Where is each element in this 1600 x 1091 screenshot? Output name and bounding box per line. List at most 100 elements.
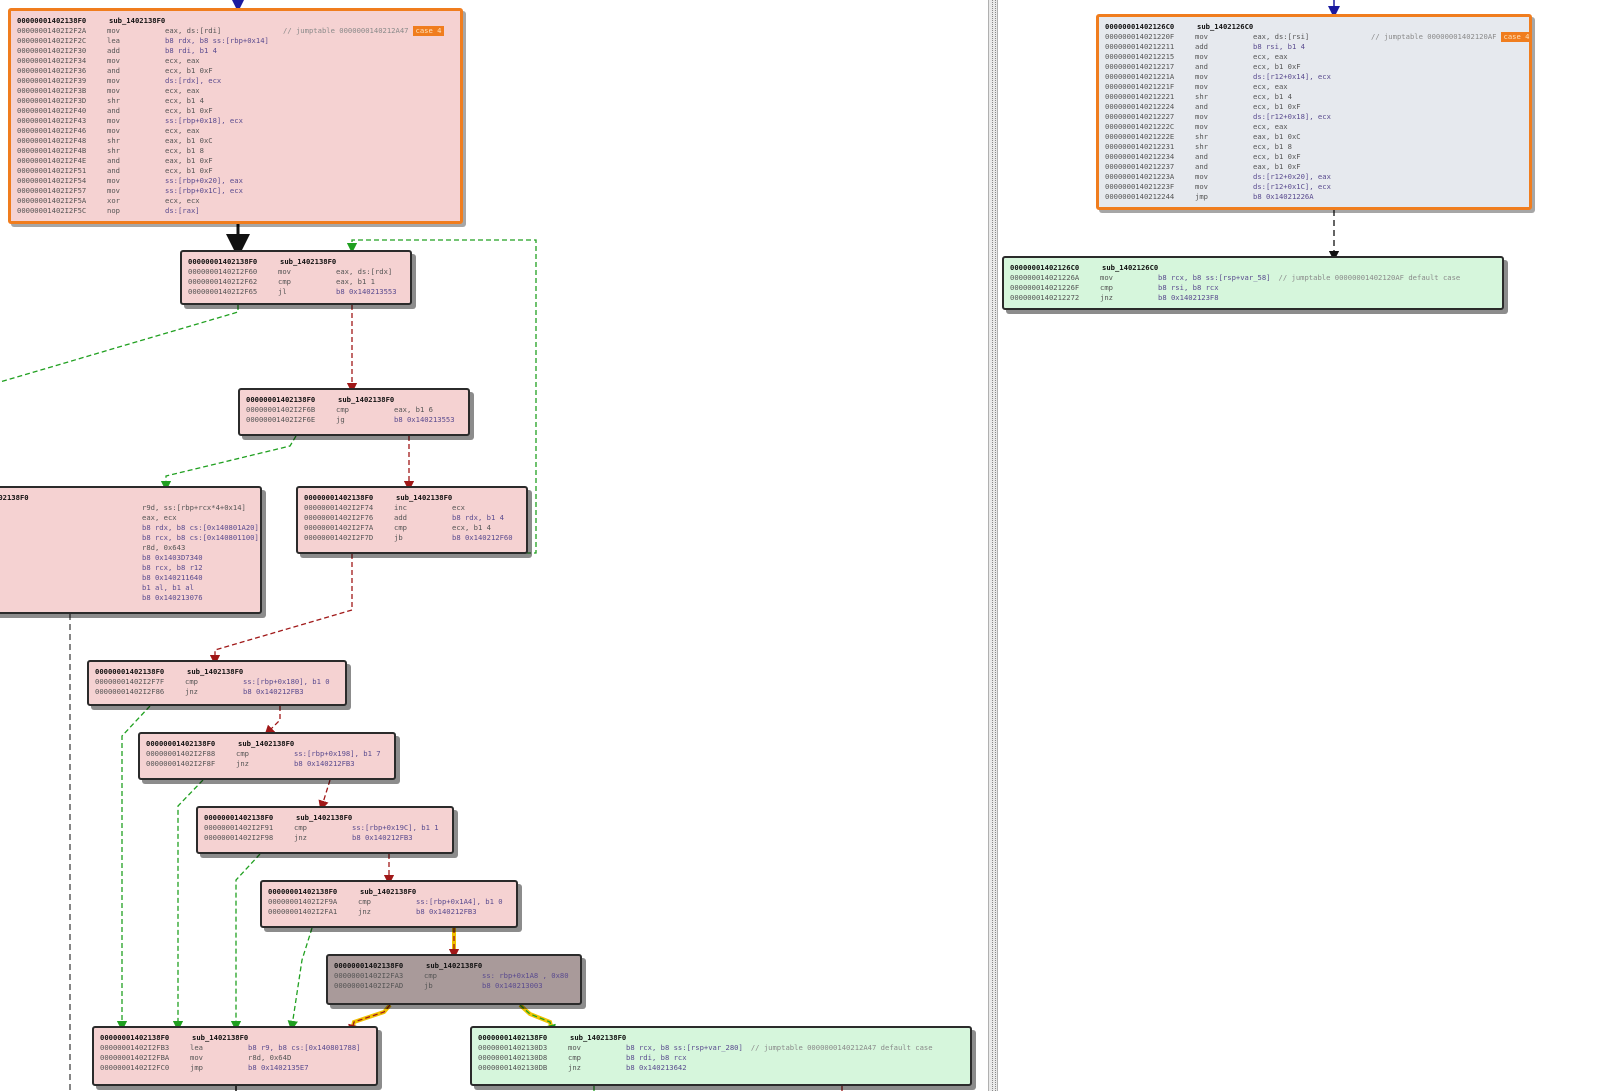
instruction-row[interactable]: r9d, ss:[rbp+rcx*4+0x14] — [0, 503, 254, 513]
instruction-row[interactable]: b8 rdx, b8 cs:[0x140801A20]// aParsesm4 — [0, 523, 259, 533]
instruction-mnemonic: jb — [394, 533, 403, 542]
edge-n6-n10 — [172, 779, 204, 1032]
instruction-row[interactable]: b8 rcx, b8 cs:[0x140801100]// aShim3dSDI… — [0, 533, 259, 543]
instruction-row[interactable]: b8 0x1403D7340 — [0, 553, 254, 563]
instruction-row[interactable]: b8 rcx, b8 r12 — [0, 563, 254, 573]
left-block-3[interactable]: 402138F0r9d, ss:[rbp+rcx*4+0x14]eax, ecx… — [0, 486, 262, 614]
instruction-row[interactable]: eax, ecx — [0, 513, 254, 523]
instruction-operands: ecx, b1 0xF — [1253, 62, 1301, 71]
instruction-operands: b8 0x140212FB3 — [416, 907, 477, 916]
instruction-operands: ss:[rbp+0x18], ecx — [165, 116, 243, 125]
instruction-mnemonic: mov — [1195, 182, 1208, 191]
instruction-row[interactable]: b1 al, b1 al — [0, 583, 254, 593]
block-address: 00000001402138F0 — [268, 887, 338, 896]
instruction-operands: b8 r9, b8 cs:[0x140801788] — [248, 1043, 361, 1052]
block-function-name: sub_1402126C0 — [1197, 22, 1254, 31]
instruction-row[interactable]: b8 0x140211640 — [0, 573, 254, 583]
instruction-row[interactable]: r8d, 0x643 — [0, 543, 254, 553]
pane-splitter[interactable] — [988, 0, 998, 1091]
instruction-row[interactable]: b8 0x140213076 — [0, 593, 254, 603]
